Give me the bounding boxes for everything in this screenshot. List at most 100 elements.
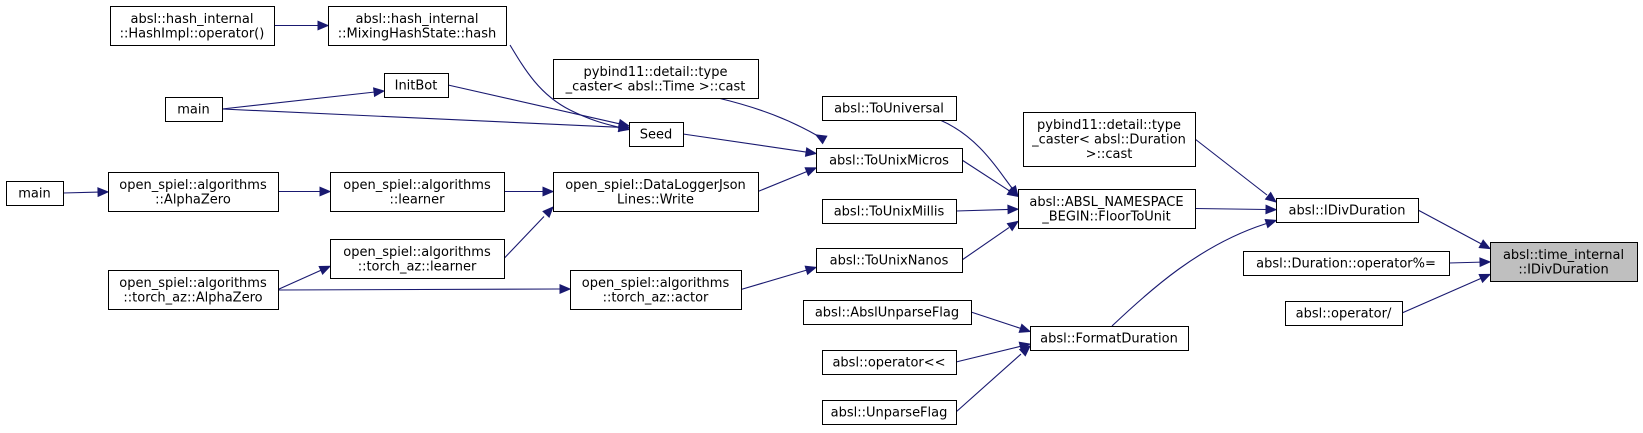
node-alphazero[interactable]: open_spiel::algorithms::AlphaZero (108, 172, 279, 212)
node-op-div[interactable]: absl::operator/ (1285, 301, 1403, 326)
edge-line (277, 269, 322, 291)
node-idiv-duration[interactable]: absl::IDivDuration (1276, 198, 1419, 223)
edge-pybind-time-to-to-unix-micros (717, 97, 828, 145)
arrowhead (1006, 220, 1020, 232)
edge-torch-alphazero-to-torch-actor (277, 284, 572, 294)
node-label-line: absl::ABSL_NAMESPACE (1029, 195, 1183, 210)
edge-line (939, 119, 1019, 197)
node-initbot[interactable]: InitBot (384, 73, 449, 98)
arrowhead (559, 284, 572, 294)
node-label-line: absl::time_internal (1503, 248, 1624, 263)
node-label-line: absl::FormatDuration (1040, 332, 1178, 347)
node-label-line: absl::hash_internal (131, 12, 254, 27)
node-box (1490, 242, 1638, 282)
edge-to-unix-micros-to-floor-to-unit (961, 159, 1020, 198)
edge-line (970, 311, 1022, 330)
node-label-line: main (177, 103, 209, 118)
edge-op-div-to-time-internal-idiv (1401, 273, 1492, 314)
node-hashimpl-op[interactable]: absl::hash_internal::HashImpl::operator(… (110, 6, 275, 46)
node-label-line: absl::hash_internal (356, 12, 479, 27)
edge-alphazero-to-learner (278, 186, 332, 197)
node-label-line: main (18, 187, 50, 202)
arrowhead (1018, 323, 1032, 333)
arrowhead (1479, 257, 1492, 268)
edge-datalogger-to-to-unix-micros (757, 167, 818, 193)
node-pybind-time[interactable]: pybind11::detail::type_caster< absl::Tim… (553, 59, 759, 99)
node-format-duration[interactable]: absl::FormatDuration (1030, 326, 1189, 351)
node-label-line: absl::ToUnixMillis (834, 205, 945, 220)
arrowhead (804, 265, 818, 276)
node-label-line: open_spiel::algorithms (119, 178, 267, 193)
node-op-shift[interactable]: absl::operator<< (822, 350, 957, 375)
node-label-line: absl::Duration::operator%= (1256, 257, 1436, 272)
node-label-line: absl::AbslUnparseFlag (815, 306, 959, 321)
arrowhead (1264, 191, 1278, 203)
node-label-line: Lines::Write (617, 192, 694, 207)
node-main2[interactable]: main (6, 181, 64, 206)
node-pybind-duration[interactable]: pybind11::detail::type_caster< absl::Dur… (1023, 112, 1196, 167)
edge-line (961, 159, 1010, 191)
arrowhead (373, 87, 386, 98)
arrowhead (1478, 273, 1492, 284)
node-label-line: InitBot (395, 79, 438, 94)
arrowhead (319, 186, 332, 197)
edge-to-unix-millis-to-floor-to-unit (955, 204, 1020, 215)
node-mixing-hash[interactable]: absl::hash_internal::MixingHashState::ha… (328, 6, 507, 46)
node-label-line: pybind11::detail::type (1037, 118, 1181, 133)
arrowhead (97, 187, 110, 198)
edge-line (1417, 209, 1482, 245)
node-label-line: absl::ToUnixMicros (829, 154, 949, 169)
node-to-unix-nanos[interactable]: absl::ToUnixNanos (816, 248, 963, 273)
edge-torch-actor-to-to-unix-nanos (740, 265, 818, 291)
node-duration-mod[interactable]: absl::Duration::operator%= (1243, 251, 1450, 276)
node-time-internal-idiv[interactable]: absl::time_internal::IDivDuration (1490, 242, 1638, 282)
node-label-line: open_spiel::algorithms (343, 178, 491, 193)
node-to-unix-millis[interactable]: absl::ToUnixMillis (822, 199, 957, 224)
node-box (1285, 301, 1403, 326)
edge-main2-to-alphazero (62, 187, 110, 198)
node-label-line: ::learner (389, 192, 445, 207)
node-box (1030, 326, 1189, 351)
node-label-line: pybind11::detail::type (584, 65, 728, 80)
node-absl-unparse-flag[interactable]: absl::AbslUnparseFlag (803, 300, 972, 325)
node-learner[interactable]: open_spiel::algorithms::learner (330, 172, 505, 212)
node-box (110, 6, 275, 46)
node-box (108, 270, 279, 310)
edge-line (62, 191, 100, 194)
node-torch-learner[interactable]: open_spiel::algorithms::torch_az::learne… (330, 239, 505, 279)
node-box (816, 148, 963, 173)
node-floor-to-unit[interactable]: absl::ABSL_NAMESPACE_BEGIN::FloorToUnit (1018, 189, 1196, 229)
node-torch-actor[interactable]: open_spiel::algorithms::torch_az::actor (570, 270, 742, 310)
node-to-universal[interactable]: absl::ToUniversal (822, 96, 957, 121)
node-torch-alphazero[interactable]: open_spiel::algorithms::torch_az::AlphaZ… (108, 270, 279, 310)
node-box (384, 73, 449, 98)
edge-torch-alphazero-to-torch-learner (277, 265, 332, 291)
edge-torch-learner-to-datalogger (503, 206, 554, 259)
node-main1[interactable]: main (165, 97, 223, 122)
edge-main1-to-initbot (221, 87, 386, 110)
node-box (822, 96, 957, 121)
node-label-line: Seed (640, 128, 673, 143)
edge-unparse-flag-to-format-duration (955, 345, 1031, 413)
edge-line (1111, 219, 1277, 327)
arrowhead (1264, 218, 1278, 229)
arrowhead (804, 147, 818, 157)
node-label-line: ::MixingHashState::hash (338, 26, 497, 41)
node-unparse-flag[interactable]: absl::UnparseFlag (822, 400, 957, 425)
arrowhead (318, 265, 332, 276)
node-seed[interactable]: Seed (629, 122, 684, 147)
node-label-line: absl::operator/ (1296, 307, 1392, 322)
node-to-unix-micros[interactable]: absl::ToUnixMicros (816, 148, 963, 173)
edge-line (277, 288, 570, 291)
edge-line (221, 108, 621, 128)
edge-line (221, 91, 376, 110)
node-label-line: open_spiel::algorithms (582, 276, 730, 291)
node-box (553, 59, 759, 99)
node-box (108, 172, 279, 212)
node-box (629, 122, 684, 147)
edge-pybind-duration-to-idiv-duration (1194, 138, 1278, 203)
node-label-line: _caster< absl::Time >::cast (565, 79, 746, 94)
edge-line (961, 227, 1010, 261)
